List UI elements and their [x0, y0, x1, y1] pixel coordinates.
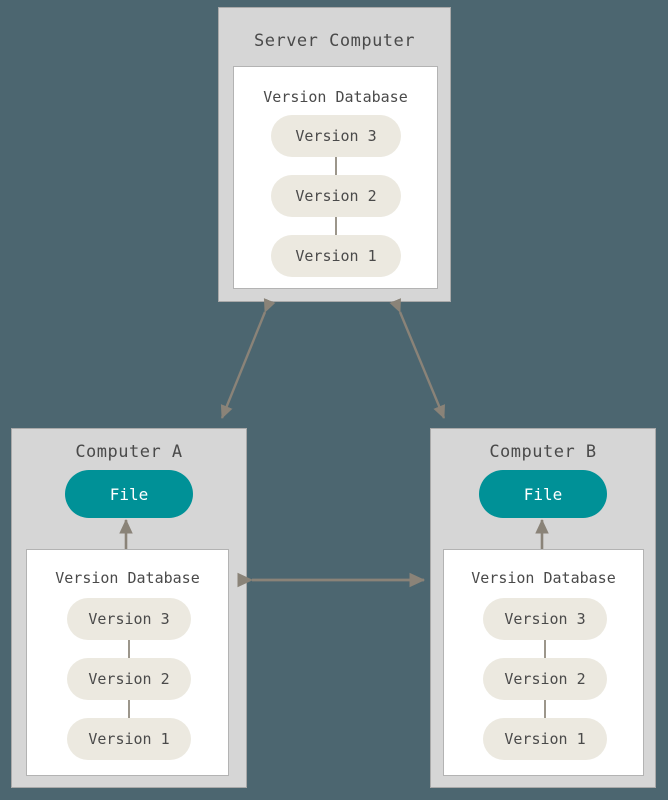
- server-computer-title: Server Computer: [253, 31, 416, 51]
- arrow-server-to-computer-b: [389, 298, 446, 419]
- computer-a-version-label-3: Version 3: [88, 610, 170, 628]
- computer-b-box: Computer B File Version Database Version…: [430, 428, 656, 788]
- computer-a-version-database-box: Version Database Version 3 Version 2 Ver…: [26, 549, 229, 776]
- computer-b-version-pill-2: Version 2: [483, 658, 607, 700]
- computer-a-pill-connector-3-2: [128, 640, 130, 658]
- server-version-label-3: Version 3: [295, 127, 377, 145]
- server-version-pill-3: Version 3: [271, 115, 401, 157]
- server-computer-box: Server Computer Version Database Version…: [218, 7, 451, 302]
- computer-a-box: Computer A File Version Database Version…: [11, 428, 247, 788]
- computer-b-file-label: File: [523, 484, 563, 504]
- computer-b-version-pill-1: Version 1: [483, 718, 607, 760]
- computer-b-file-pill: File: [479, 470, 607, 518]
- server-version-pill-1: Version 1: [271, 235, 401, 277]
- arrow-server-to-computer-a: [220, 298, 276, 419]
- computer-b-version-label-3: Version 3: [504, 610, 586, 628]
- computer-b-title: Computer B: [489, 442, 597, 462]
- computer-a-file-pill: File: [65, 470, 193, 518]
- server-version-database-box: Version Database Version 3 Version 2 Ver…: [233, 66, 438, 289]
- server-pill-connector-3-2: [335, 157, 337, 175]
- computer-b-version-label-1: Version 1: [504, 730, 586, 748]
- server-version-label-2: Version 2: [295, 187, 377, 205]
- computer-b-version-pill-3: Version 3: [483, 598, 607, 640]
- computer-b-pill-connector-3-2: [544, 640, 546, 658]
- computer-a-file-label: File: [109, 484, 149, 504]
- computer-a-version-pill-3: Version 3: [67, 598, 191, 640]
- computer-a-version-pill-1: Version 1: [67, 718, 191, 760]
- server-version-pill-2: Version 2: [271, 175, 401, 217]
- computer-a-version-database-title: Version Database: [55, 569, 200, 587]
- computer-a-version-pill-2: Version 2: [67, 658, 191, 700]
- computer-b-pill-connector-2-1: [544, 700, 546, 718]
- computer-b-version-database-box: Version Database Version 3 Version 2 Ver…: [443, 549, 644, 776]
- server-version-database-title: Version Database: [263, 88, 408, 106]
- computer-a-title: Computer A: [75, 442, 183, 462]
- computer-a-version-label-1: Version 1: [88, 730, 170, 748]
- computer-b-version-label-2: Version 2: [504, 670, 586, 688]
- computer-a-pill-connector-2-1: [128, 700, 130, 718]
- computer-b-version-database-title: Version Database: [471, 569, 616, 587]
- server-pill-connector-2-1: [335, 217, 337, 235]
- server-version-label-1: Version 1: [295, 247, 377, 265]
- computer-a-version-label-2: Version 2: [88, 670, 170, 688]
